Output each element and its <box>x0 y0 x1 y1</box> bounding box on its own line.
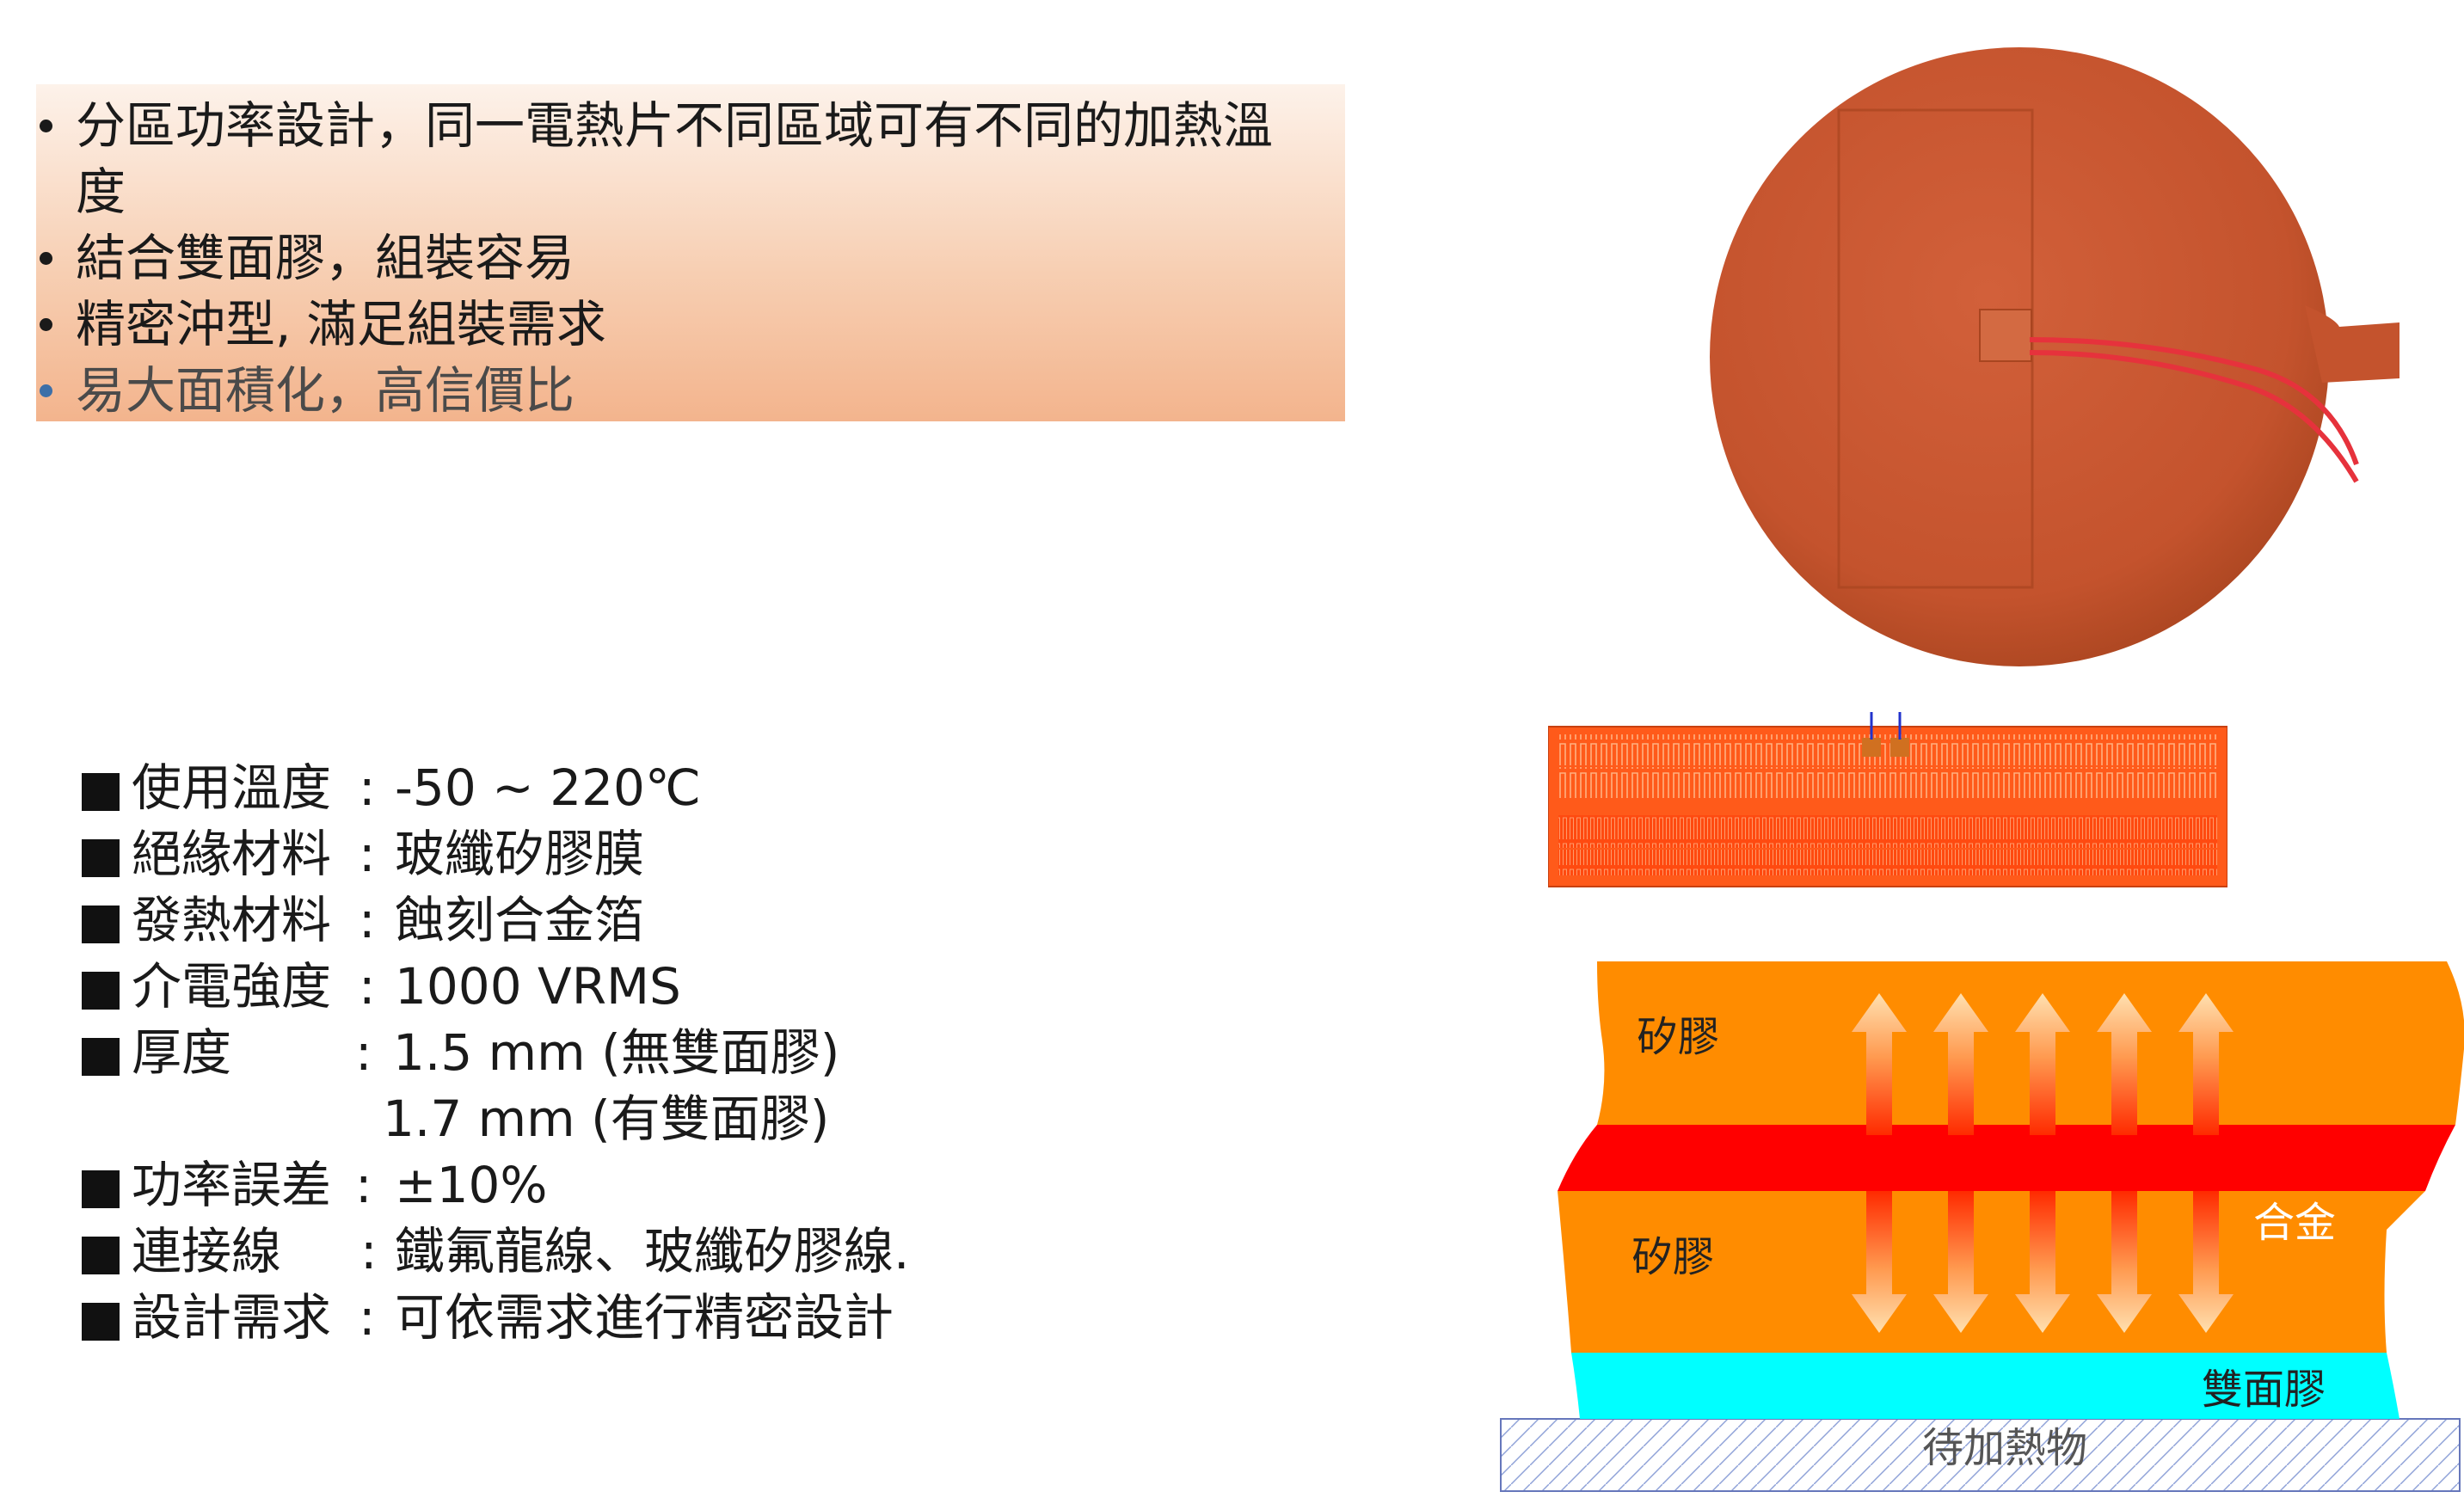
bullet-icon <box>40 384 52 397</box>
square-bullet-icon <box>82 906 120 943</box>
spec-row-insulation: 絕緣材料:玻纖矽膠膜 <box>82 821 1458 887</box>
feature-list-panel: 分區功率設計，同一電熱片不同區域可有不同的加熱溫度 結合雙面膠，組裝容易 精密沖… <box>36 84 1345 421</box>
foil-pattern-diagram <box>1548 712 2227 887</box>
terminal-pad <box>1862 738 1881 757</box>
bullet-icon <box>40 120 52 132</box>
heater-tail <box>2305 305 2399 383</box>
heater-product-photo <box>1710 47 2399 666</box>
spec-list: 使用溫度:-50 ~ 220℃ 絕緣材料:玻纖矽膠膜 發熱材料:蝕刻合金箔 介電… <box>82 755 1458 1351</box>
foil-zone-bottom <box>1558 850 2217 875</box>
spec-row-thickness-alt: 1.7 mm (有雙面膠) <box>383 1090 830 1148</box>
square-bullet-icon <box>82 839 120 877</box>
square-bullet-icon <box>82 1237 120 1274</box>
wire-pad <box>1979 309 2032 362</box>
spec-row-design: 設計需求:可依需求進行精密設計 <box>82 1285 1458 1351</box>
label-alloy: 合金 <box>2253 1199 2336 1247</box>
alloy-layer <box>1558 1125 2455 1191</box>
label-target-object: 待加熱物 <box>1922 1424 2087 1472</box>
lead-wire <box>2029 350 2359 483</box>
spec-row-lead-wire: 連接線:鐵氟龍線、玻纖矽膠線. <box>82 1219 1458 1285</box>
feature-item: 易大面積化，高信價比 <box>36 358 1345 424</box>
heat-arrows-up <box>1852 993 2234 1135</box>
terminal-pad <box>1890 738 1909 757</box>
label-double-tape: 雙面膠 <box>2202 1366 2326 1414</box>
foil-zone-top <box>1558 734 2217 765</box>
feature-item: 分區功率設計，同一電熱片不同區域可有不同的加熱溫度 <box>36 93 1297 225</box>
spec-row-temperature: 使用溫度:-50 ~ 220℃ <box>82 755 1458 821</box>
spec-row-power-tolerance: 功率誤差:±10% <box>82 1152 1458 1219</box>
feature-list: 分區功率設計，同一電熱片不同區域可有不同的加熱溫度 結合雙面膠，組裝容易 精密沖… <box>36 93 1345 424</box>
lead-wire <box>2029 337 2359 465</box>
bullet-icon <box>40 318 52 331</box>
square-bullet-icon <box>82 972 120 1010</box>
foil-zone-middle <box>1558 767 2217 798</box>
label-silicone-top: 矽膠 <box>1637 1013 1719 1061</box>
feature-item: 精密沖型, 滿足組裝需求 <box>36 292 1345 358</box>
foil-zone-lower <box>1558 815 2217 848</box>
spec-row-thickness: 厚度:1.5 mm (無雙面膠) <box>82 1020 1458 1086</box>
spec-row-heating-material: 發熱材料:蝕刻合金箔 <box>82 887 1458 954</box>
double-tape-layer <box>1571 1353 2399 1419</box>
square-bullet-icon <box>82 773 120 811</box>
square-bullet-icon <box>82 1170 120 1208</box>
target-object-layer <box>1500 1418 2461 1492</box>
spec-row-dielectric: 介電強度:1000 VRMS <box>82 954 1458 1020</box>
layer-cross-section-diagram: 矽膠 矽膠 合金 雙面膠 待加熱物 <box>1500 961 2464 1492</box>
square-bullet-icon <box>82 1038 120 1076</box>
heat-arrows-down <box>1852 1191 2234 1333</box>
square-bullet-icon <box>82 1303 120 1341</box>
bullet-icon <box>40 252 52 265</box>
feature-item: 結合雙面膠，組裝容易 <box>36 225 1345 292</box>
label-silicone-bottom: 矽膠 <box>1631 1233 1714 1281</box>
